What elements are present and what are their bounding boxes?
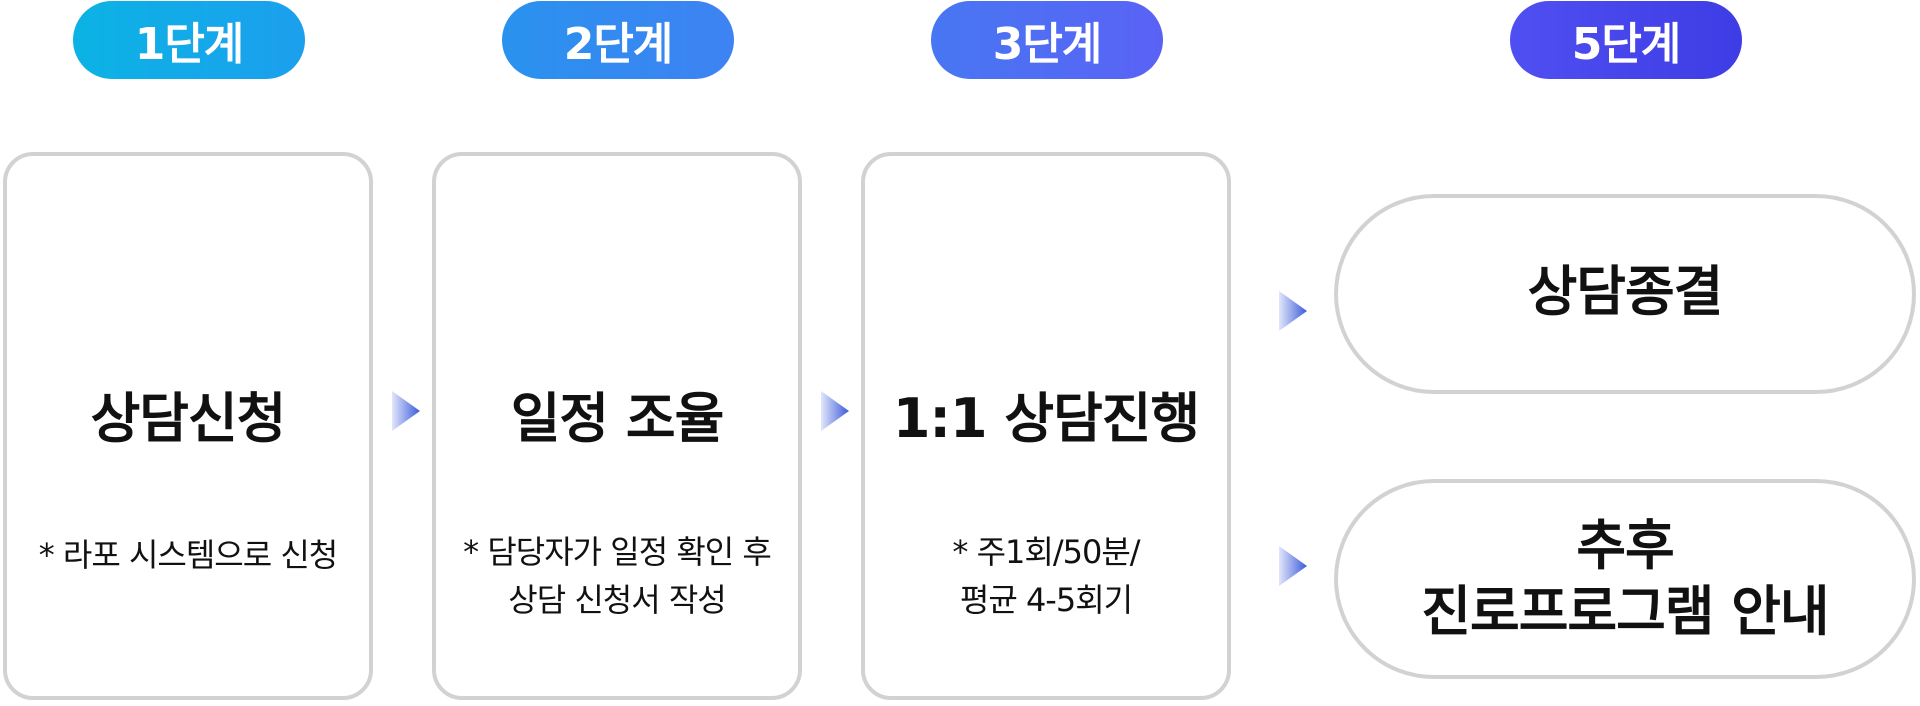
step-1-title: 상담신청 [90,387,287,450]
step-3-note-line-2: 평균 4-5회기 [959,581,1133,619]
stage-badge-1-label: 1단계 [134,19,245,70]
step-1-note-line-1: * 라포 시스템으로 신청 [38,536,338,574]
stage-badge-5: 5단계 [1510,1,1742,79]
step-3-note-line-1: * 주1회/50분/ [952,533,1140,571]
arrow-right-icon [1279,546,1307,586]
step-card-2: 일정 조율 * 담당자가 일정 확인 후 상담 신청서 작성 [432,152,802,700]
arrow-right-icon [1279,291,1307,331]
stage-badge-3: 3단계 [931,1,1163,79]
step-card-3: 1:1 상담진행 * 주1회/50분/ 평균 4-5회기 [861,152,1231,700]
outcome-1-text: 상담종결 [1527,259,1724,325]
step-3-title: 1:1 상담진행 [892,387,1200,450]
stage-badge-2: 2단계 [502,1,734,79]
outcome-2-line-1: 추후 [1576,514,1674,577]
stage-badge-3-label: 3단계 [992,19,1103,70]
arrow-right-icon [392,391,420,431]
step-2-note-line-2: 상담 신청서 작성 [508,581,726,619]
outcome-card-1: 상담종결 [1334,194,1916,394]
outcome-2-text: 추후 진로프로그램 안내 [1421,513,1829,645]
stage-badge-5-label: 5단계 [1571,19,1682,70]
step-card-1: 상담신청 * 라포 시스템으로 신청 [3,152,373,700]
step-2-note-line-1: * 담당자가 일정 확인 후 [463,533,772,571]
step-2-note: * 담당자가 일정 확인 후 상담 신청서 작성 [436,528,798,624]
step-3-note: * 주1회/50분/ 평균 4-5회기 [865,528,1227,624]
stage-badge-1: 1단계 [73,1,305,79]
arrow-right-icon [821,391,849,431]
outcome-card-2: 추후 진로프로그램 안내 [1334,479,1916,679]
outcome-2-line-2: 진로프로그램 안내 [1421,580,1829,643]
outcome-1-line-1: 상담종결 [1527,260,1724,323]
stage-badge-2-label: 2단계 [563,19,674,70]
step-2-title: 일정 조율 [510,387,725,450]
step-1-note: * 라포 시스템으로 신청 [7,531,369,579]
